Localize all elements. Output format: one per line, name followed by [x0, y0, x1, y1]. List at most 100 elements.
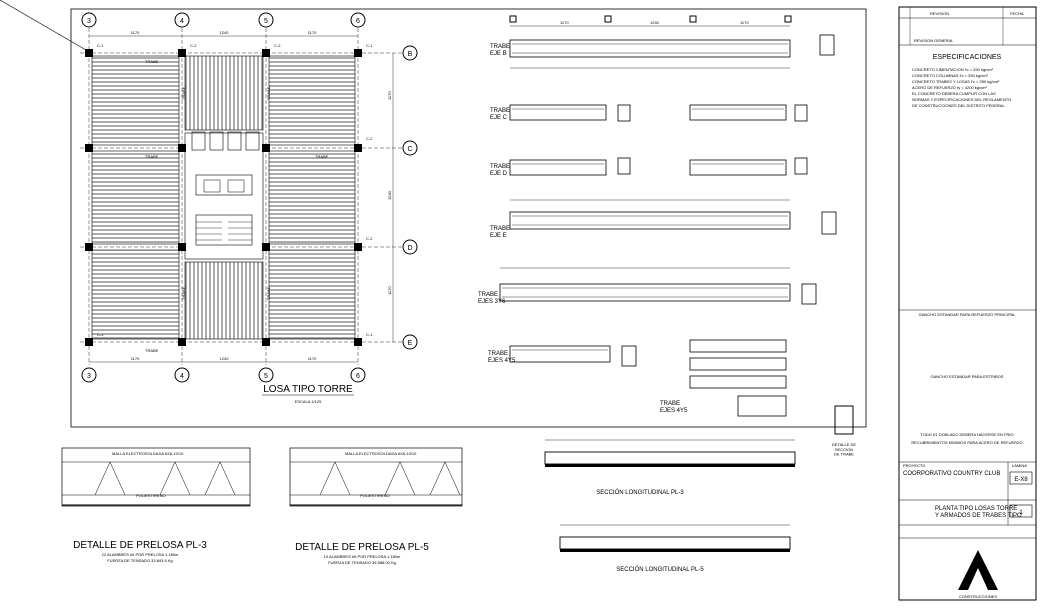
svg-text:B: B: [408, 51, 413, 58]
plan-frame: [70, 8, 867, 428]
svg-text:1240: 1240: [220, 356, 230, 361]
svg-text:FUERZA DE TENSADO 36,588.00: FUERZA DE TENSADO 36,588.00 Kg: [328, 560, 396, 565]
svg-text:3: 3: [87, 18, 91, 25]
svg-text:POLIESTIRENO: POLIESTIRENO: [360, 493, 390, 498]
svg-text:6: 6: [356, 373, 360, 380]
bay-3-4-C-D: [91, 150, 180, 245]
svg-text:C-2: C-2: [190, 43, 197, 48]
axis-bubble-4-top: 4: [174, 12, 190, 28]
slab-bays: [91, 55, 356, 340]
svg-text:RECUBRIMIENTOS MINIMOS PARA AC: RECUBRIMIENTOS MINIMOS PARA ACERO DE REF…: [911, 440, 1022, 445]
svg-text:1240: 1240: [387, 190, 392, 200]
svg-text:CONSTRUCCIONES: CONSTRUCCIONES: [959, 594, 997, 599]
svg-text:MALLA ELECTROSOLDADA 6X6-10/10: MALLA ELECTROSOLDADA 6X6-10/10: [345, 451, 417, 456]
beam-column-marks: [509, 15, 792, 23]
svg-text:1170: 1170: [308, 30, 317, 35]
axis-bubble-3-top: 3: [81, 12, 97, 28]
axis-bubble-4-bottom: 4: [174, 367, 190, 383]
svg-text:1240: 1240: [650, 20, 660, 25]
svg-text:PROYECTO: PROYECTO: [903, 463, 925, 468]
svg-text:TRABE: TRABE: [181, 286, 186, 300]
plan-title: LOSA TIPO TORRE: [263, 384, 353, 395]
svg-text:C-2: C-2: [366, 136, 373, 141]
svg-text:1170: 1170: [387, 91, 392, 100]
prelosa-pl5-detail: MALLA ELECTROSOLDADA 6X6-10/10 POLIESTIR…: [289, 447, 463, 565]
title-block: REVISION FECHA REVISION GENERAL ESPECIFI…: [899, 7, 1036, 599]
svg-text:1170: 1170: [131, 30, 140, 35]
date-header: FECHA: [1010, 11, 1024, 16]
svg-text:REVISION GENERAL: REVISION GENERAL: [914, 38, 954, 43]
bay-5-6-B-C: [268, 55, 356, 146]
svg-text:TODO EL DOBLADO DEBERA HACERSE: TODO EL DOBLADO DEBERA HACERSE EN FRIO: [920, 432, 1013, 437]
company-logo: CONSTRUCCIONES: [958, 550, 998, 599]
top-dimensions: 1170 1240 1170 C-1 C-2 C-2 C-1 C-1 C-2 C…: [89, 30, 394, 363]
bay-5-6-C-D: [268, 150, 356, 245]
axis-bubble-5-top: 5: [258, 12, 274, 28]
svg-text:C-1: C-1: [366, 43, 373, 48]
svg-text:D: D: [407, 245, 412, 252]
project-name: COORPORATIVO COUNTRY CLUB: [903, 471, 1000, 477]
bay-3-4-D-E: [91, 249, 180, 340]
svg-text:TRABE: TRABE: [145, 348, 159, 353]
axis-bubble-3-bottom: 3: [81, 367, 97, 383]
axis-bubbles-bottom: 3 4 5 6: [81, 367, 366, 383]
svg-text:C-1: C-1: [366, 332, 373, 337]
pl5-title: DETALLE DE PRELOSA PL-5: [295, 542, 429, 553]
svg-text:TRABE: TRABE: [145, 154, 159, 159]
especificaciones-heading: ESPECIFICACIONES: [933, 54, 1002, 61]
svg-text:TRABE: TRABE: [266, 286, 271, 300]
svg-text:GANCHO ESTANDAR PARA ESTRIBOS: GANCHO ESTANDAR PARA ESTRIBOS: [931, 374, 1004, 379]
plan-scale: ESCALA 1/125: [295, 399, 322, 404]
svg-text:NORMAS Y ESPECIFICACIONES DEL: NORMAS Y ESPECIFICACIONES DEL REGLAMENTO: [912, 97, 1011, 102]
svg-text:1: 1: [1019, 510, 1023, 516]
svg-text:1170: 1170: [308, 356, 317, 361]
svg-text:1170: 1170: [560, 20, 569, 25]
section-pl5-label: SECCIÓN LONGITUDINAL PL-5: [616, 566, 704, 573]
svg-text:GANCHO ESTANDAR PARA REFUERZO: GANCHO ESTANDAR PARA REFUERZO PRINCIPAL: [919, 312, 1016, 317]
trabe-labels: TRABE TRABE TRABE TRABE TRABE TRABE TRAB…: [145, 59, 329, 353]
svg-text:5: 5: [264, 18, 268, 25]
svg-text:CONCRETO CIMENTACION f'c = 250: CONCRETO CIMENTACION f'c = 250 kg/cm²: [912, 67, 994, 72]
section-pl3-label: SECCIÓN LONGITUDINAL PL-3: [596, 489, 684, 496]
revision-header: REVISION: [930, 11, 949, 16]
axis-bubble-6-bottom: 6: [350, 367, 366, 383]
axis-bubble-B: B: [402, 45, 418, 61]
slab-plan: 3 4 5 6 3 4 5 6 B C D E 1170 1240 1: [80, 12, 418, 404]
axis-bubble-C: C: [402, 140, 418, 156]
bay-4-5-B-C: [184, 55, 264, 131]
svg-text:DE CONSTRUCCIONES DEL DISTRITO: DE CONSTRUCCIONES DEL DISTRITO FEDERAL: [912, 103, 1005, 108]
pl3-title: DETALLE DE PRELOSA PL-3: [73, 540, 207, 551]
axis-bubble-6-top: 6: [350, 12, 366, 28]
axis-bubble-5-bottom: 5: [258, 367, 274, 383]
prelosa-pl3-detail: MALLA ELECTROSOLDADA 6X6-10/10 POLIESTIR…: [61, 447, 251, 563]
svg-text:MALLA ELECTROSOLDADA 6X6-10/10: MALLA ELECTROSOLDADA 6X6-10/10: [112, 451, 184, 456]
axis-bubble-D: D: [402, 239, 418, 255]
svg-text:C-1: C-1: [97, 43, 104, 48]
svg-text:LAMINA: LAMINA: [1012, 463, 1027, 468]
longitudinal-sections: SECCIÓN LONGITUDINAL PL-3 SECCIÓN LONGIT…: [544, 439, 796, 573]
bay-4-5-D-E: [184, 261, 264, 340]
svg-text:CONCRETO COLUMNAS f'c = 250 kg: CONCRETO COLUMNAS f'c = 250 kg/cm²: [912, 73, 989, 78]
svg-text:C-2: C-2: [274, 43, 281, 48]
bay-3-4-B-C: [91, 55, 180, 146]
svg-text:4: 4: [180, 373, 184, 380]
title-block-frame: [898, 6, 1037, 601]
svg-text:FUERZA DE TENSADO 33,693.5: FUERZA DE TENSADO 33,693.5 Kg: [107, 558, 173, 563]
axis-bubble-E: E: [402, 334, 418, 350]
svg-text:4: 4: [180, 18, 184, 25]
svg-text:1170: 1170: [131, 356, 140, 361]
svg-text:1170: 1170: [387, 286, 392, 295]
